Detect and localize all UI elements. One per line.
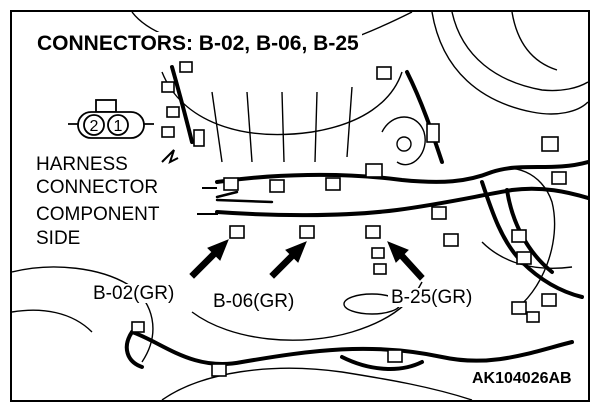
connector-face-pictogram [68, 99, 154, 139]
harness-upper-left [170, 65, 194, 144]
lower-connector [131, 321, 145, 333]
b02-connector [229, 225, 245, 239]
right-connector [431, 206, 447, 220]
harness-main-lower [215, 186, 588, 218]
lower-connector [211, 363, 227, 377]
connector-latch [95, 99, 117, 113]
harness-connector [365, 163, 383, 178]
upper-connector [179, 61, 193, 73]
harness-connector [269, 179, 285, 193]
hose-outline-corner [511, 12, 558, 71]
b25-connector [365, 225, 381, 239]
bottom-outline [161, 367, 473, 400]
right-connector [551, 171, 567, 185]
harness-connector [325, 177, 341, 191]
b25-arrow [387, 241, 425, 281]
engine-bay-illustration: 2 1 [12, 12, 588, 400]
harness-main-upper [215, 160, 588, 184]
hose-outline-right-inner [451, 12, 588, 92]
harness-label: HARNESS [34, 154, 130, 175]
upper-connector [376, 66, 392, 80]
upper-connector [161, 126, 175, 138]
harness-ties [215, 190, 274, 204]
small-sensor [193, 129, 205, 147]
sensor-bolt [396, 136, 412, 152]
upper-connector [161, 81, 175, 93]
harness-lower-branch [340, 355, 424, 371]
b25-sub-connector [371, 247, 385, 259]
right-connector [526, 311, 540, 323]
figure-id: AK104026AB [470, 370, 574, 387]
sensor-ring [381, 116, 426, 166]
right-connector [511, 301, 527, 315]
right-connector [516, 251, 532, 265]
right-connector [443, 233, 459, 247]
b06-connector [299, 225, 315, 239]
right-connector [541, 136, 559, 152]
b25-callout: B-25(GR) [388, 288, 476, 307]
intake-ribs [211, 86, 353, 163]
harness-connector [223, 177, 239, 191]
intake-outline [161, 71, 403, 136]
upper-connector [166, 106, 180, 118]
pin-2-circle [83, 114, 105, 136]
harness-lower-end [124, 330, 144, 369]
side-label: SIDE [34, 228, 83, 249]
pin-1-number: 1 [114, 118, 123, 135]
pin-1-circle [107, 114, 129, 136]
right-connector [511, 229, 527, 243]
diagram-title: CONNECTORS: B-02, B-06, B-25 [34, 32, 362, 55]
b02-arrow [189, 239, 229, 279]
right-connector [541, 293, 557, 307]
harness-leader-bracket [161, 149, 179, 164]
b25-sub-connector [373, 263, 387, 275]
pin-2-number: 2 [90, 118, 99, 135]
harness-branch-right [480, 180, 584, 299]
hose-outline-right [431, 12, 588, 115]
lower-connector [387, 349, 403, 363]
lower-left-outline [12, 266, 154, 363]
diagram-frame: 2 1 CONNECTORS: B-02, B-06, B-25 HARNESS… [10, 10, 590, 402]
connector-label: CONNECTOR [34, 177, 161, 198]
lower-left-curve [12, 309, 93, 333]
b06-callout: B-06(GR) [210, 292, 298, 311]
upper-right-connector [426, 123, 440, 143]
b06-arrow [269, 241, 307, 279]
harness-lower [130, 330, 574, 366]
b02-callout: B-02(GR) [90, 284, 178, 303]
harness-upper-right [405, 70, 444, 164]
component-label: COMPONENT [34, 204, 162, 225]
